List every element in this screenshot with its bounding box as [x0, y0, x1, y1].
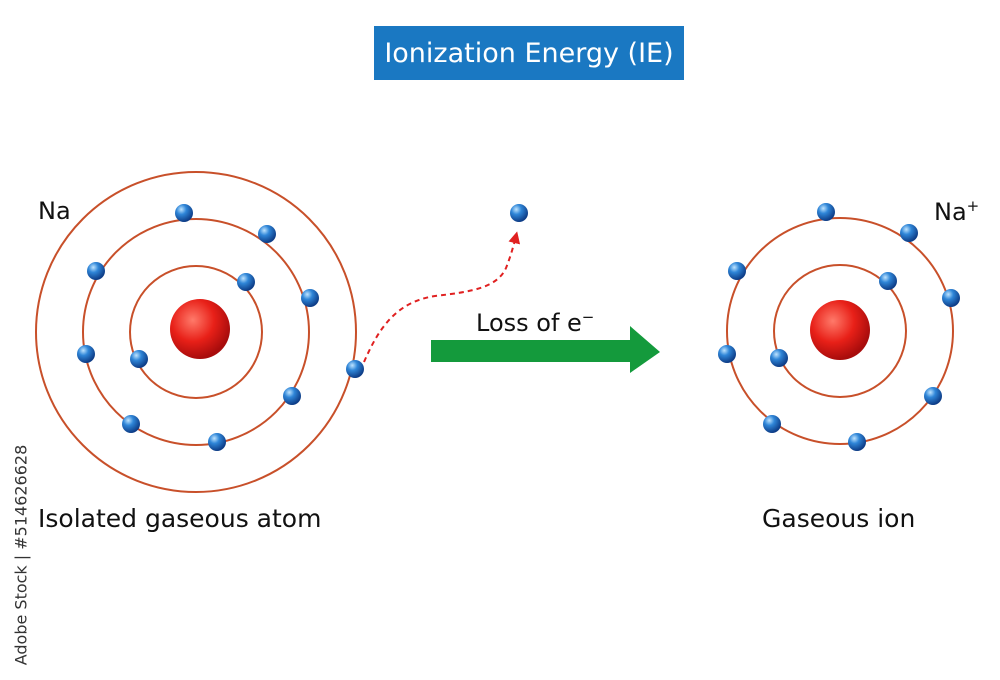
electron [237, 273, 255, 291]
electron [258, 225, 276, 243]
ion-orbit-inner [773, 264, 907, 398]
atom-nucleus [170, 299, 230, 359]
process-arrow [431, 326, 660, 373]
ejected-electron [510, 204, 528, 222]
atom-orbit-middle [82, 218, 310, 446]
electron-escape-path [363, 231, 521, 363]
process-label-sup: − [581, 308, 595, 326]
atom-symbol: Na [38, 197, 71, 225]
electron [175, 204, 193, 222]
ion-electrons [718, 203, 960, 451]
electron [122, 415, 140, 433]
ion-charge: + [966, 197, 980, 215]
electron-valence [346, 360, 364, 378]
ion-nucleus [810, 300, 870, 360]
sodium-ion [718, 203, 960, 451]
electron [728, 262, 746, 280]
ion-caption: Gaseous ion [762, 504, 916, 533]
electron [924, 387, 942, 405]
atom-orbit-outer [35, 171, 357, 493]
ion-symbol-text: Na [934, 198, 967, 226]
electron [77, 345, 95, 363]
electron [770, 349, 788, 367]
sodium-atom [35, 171, 364, 493]
ion-symbol: Na+ [934, 197, 979, 226]
process-label: Loss of e− [476, 308, 594, 337]
electron [817, 203, 835, 221]
electron [87, 262, 105, 280]
atom-caption: Isolated gaseous atom [38, 504, 322, 533]
electron [301, 289, 319, 307]
diagram-title: Ionization Energy (IE) [374, 26, 684, 80]
electron [208, 433, 226, 451]
stock-watermark-text: Adobe Stock | #514626628 [11, 444, 31, 666]
electron [848, 433, 866, 451]
atom-orbit-inner [129, 265, 263, 399]
stock-watermark: Adobe Stock | #514626628 [6, 440, 36, 670]
electron [942, 289, 960, 307]
electron [718, 345, 736, 363]
process-label-text: Loss of e [476, 309, 582, 337]
electron [763, 415, 781, 433]
electron [900, 224, 918, 242]
electron [879, 272, 897, 290]
ion-orbit-outer [726, 217, 954, 445]
electron [283, 387, 301, 405]
electron [130, 350, 148, 368]
atom-electrons [77, 204, 364, 451]
